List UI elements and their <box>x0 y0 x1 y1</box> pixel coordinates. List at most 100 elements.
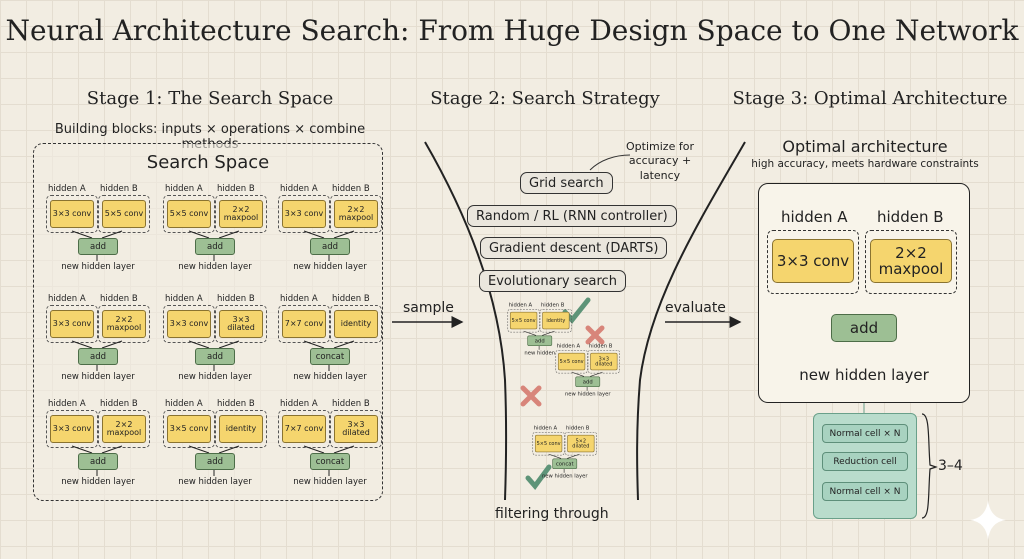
reject-x-2 <box>520 385 542 407</box>
hidden-a-group: 3×3 conv <box>767 230 859 294</box>
hidden-b-group: identity <box>539 308 572 333</box>
optimal-title: Optimal architecture <box>782 137 948 156</box>
op-b: 3×3 dilated <box>590 352 618 371</box>
new-hidden-layer-label: new hidden layer <box>178 477 252 487</box>
op-a: 7×7 conv <box>282 310 326 338</box>
op-a: 5×5 conv <box>557 352 586 371</box>
hidden-b-label: hidden B <box>100 184 138 194</box>
hidden-b-group: identity <box>215 410 267 448</box>
op-b: 3×3 dilated <box>219 310 263 338</box>
hidden-a-label: hidden A <box>533 425 558 432</box>
stage3-heading: Stage 3: Optimal Architecture <box>732 88 1008 109</box>
hidden-a-label: hidden A <box>165 399 203 409</box>
hidden-b-group: 2×2 maxpool <box>865 230 957 294</box>
hidden-b-group: 5×2 dilated <box>564 431 597 456</box>
hidden-a-group: 5×5 conv <box>532 431 565 456</box>
candidate-cell: hidden A hidden B 5×5 conv 2×2 maxpool a… <box>159 184 271 276</box>
hidden-a-label: hidden A <box>48 184 86 194</box>
candidate-cell: hidden A hidden B 3×3 conv 2×2 maxpool a… <box>42 294 154 386</box>
sample-label: sample <box>403 300 454 316</box>
candidate-cell: hidden A hidden B 7×7 conv 3×3 dilated c… <box>274 399 386 491</box>
op-a: 3×3 conv <box>50 310 94 338</box>
hidden-b-group: 2×2 maxpool <box>98 305 150 343</box>
combine-op: add <box>195 238 235 255</box>
hidden-b-group: 2×2 maxpool <box>98 410 150 448</box>
hidden-b-group: 3×3 dilated <box>330 410 382 448</box>
search-space-box: Search Space hidden A hidden B 3×3 conv … <box>33 143 383 501</box>
strategy-option: Grid search <box>520 172 613 194</box>
combine-op: add <box>310 238 350 255</box>
op-b: identity <box>219 415 263 443</box>
hidden-b-group: 3×3 dilated <box>587 349 620 374</box>
new-hidden-layer-label: new hidden layer <box>293 262 367 272</box>
hidden-a-label: hidden A <box>508 302 533 309</box>
new-hidden-layer-label: new hidden layer <box>61 372 135 382</box>
optimize-pointer <box>589 154 631 171</box>
hidden-a-label: hidden A <box>165 184 203 194</box>
new-hidden-layer-label: new hidden layer <box>564 391 611 398</box>
hidden-b-label: hidden B <box>217 184 255 194</box>
combine-op: add <box>575 376 601 388</box>
new-hidden-layer-label: new hidden layer <box>178 372 252 382</box>
hidden-b-group: 3×3 dilated <box>215 305 267 343</box>
hidden-a-group: 5×5 conv <box>507 308 540 333</box>
candidate-cell: hidden A hidden B 3×3 conv 2×2 maxpool a… <box>42 399 154 491</box>
candidate-cell: hidden A hidden B 3×3 conv 2×2 maxpool a… <box>274 184 386 276</box>
combine-op: concat <box>552 458 578 470</box>
combine-op: add <box>78 453 118 470</box>
optimize-note: Optimize for accuracy + latency <box>626 140 694 182</box>
combine-add: add <box>831 314 897 342</box>
hidden-b-label: hidden B <box>332 294 370 304</box>
sparkle-icon <box>970 500 1006 540</box>
hidden-b-group: 5×5 conv <box>98 195 150 233</box>
op-b: 2×2 maxpool <box>334 200 378 228</box>
repeat-brace <box>921 413 938 519</box>
combine-op: add <box>527 335 553 347</box>
hidden-b-label: hidden B <box>332 399 370 409</box>
hidden-b-label: hidden B <box>217 294 255 304</box>
candidate-cell: hidden A hidden B 7×7 conv identity conc… <box>274 294 386 386</box>
hidden-b-group: 2×2 maxpool <box>215 195 267 233</box>
new-hidden-layer-label: new hidden layer <box>293 372 367 382</box>
hidden-a-group: 7×7 conv <box>278 305 330 343</box>
stack-reduction-cell: Reduction cell <box>822 452 908 471</box>
hidden-b-label: hidden B <box>100 399 138 409</box>
hidden-b-group: identity <box>330 305 382 343</box>
op-b: 2×2 maxpool <box>870 239 952 283</box>
candidate-cell: hidden A hidden B 3×5 conv identity add … <box>159 399 271 491</box>
op-a: 5×5 conv <box>167 200 211 228</box>
hidden-a-label: hidden A <box>48 399 86 409</box>
op-b: 2×2 maxpool <box>102 310 146 338</box>
combine-op: add <box>78 348 118 365</box>
new-hidden-layer-label: new hidden <box>524 350 556 357</box>
hidden-a-group: 3×3 conv <box>46 410 98 448</box>
hidden-b-label: hidden B <box>877 208 944 226</box>
op-a: 7×7 conv <box>282 415 326 443</box>
candidate-cell: hidden A hidden B 5×5 conv 3×3 dilated a… <box>553 343 622 400</box>
hidden-a-group: 3×3 conv <box>278 195 330 233</box>
hidden-a-label: hidden A <box>556 343 581 350</box>
combine-op: add <box>78 238 118 255</box>
new-hidden-layer-label: new hidden layer <box>293 477 367 487</box>
hidden-b-group: 2×2 maxpool <box>330 195 382 233</box>
hidden-b-label: hidden B <box>100 294 138 304</box>
new-hidden-layer-label: new hidden layer <box>541 473 588 480</box>
op-b: 5×5 conv <box>102 200 146 228</box>
funnel-right-edge <box>636 141 746 501</box>
hidden-a-label: hidden A <box>280 399 318 409</box>
page-title: Neural Architecture Search: From Huge De… <box>5 14 1019 47</box>
repeat-count: 3–4 <box>938 458 963 474</box>
candidate-cell: hidden A hidden B 3×3 conv 3×3 dilated a… <box>159 294 271 386</box>
op-a: 3×3 conv <box>167 310 211 338</box>
reject-x-1 <box>585 325 605 345</box>
strategy-option: Random / RL (RNN controller) <box>467 205 677 227</box>
stack-normal-cell: Normal cell × N <box>822 482 908 501</box>
hidden-a-group: 7×7 conv <box>278 410 330 448</box>
hidden-b-label: hidden B <box>332 184 370 194</box>
hidden-b-label: hidden B <box>565 425 590 432</box>
stack-normal-cell: Normal cell × N <box>822 424 908 443</box>
strategy-option: Gradient descent (DARTS) <box>480 237 668 259</box>
op-a: 3×3 conv <box>50 200 94 228</box>
strategy-option: Evolutionary search <box>479 270 626 292</box>
new-hidden-layer-label: new hidden layer <box>799 366 929 384</box>
